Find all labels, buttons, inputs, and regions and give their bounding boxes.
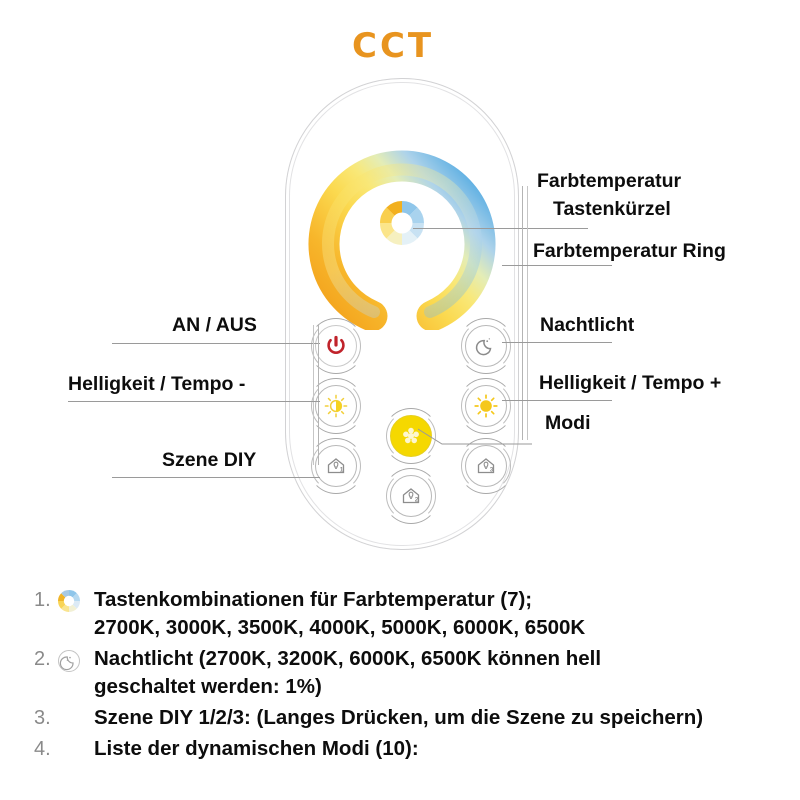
leader-line-vertical-left	[318, 325, 319, 465]
leader-line-vertical-right-2	[527, 186, 528, 440]
button-arc-outer	[383, 468, 439, 524]
button-arc-outer	[308, 318, 364, 374]
leader-line-power	[112, 343, 320, 344]
legend-number: 1.	[34, 589, 51, 611]
moon-icon	[475, 338, 492, 356]
brightness-down-button[interactable]	[306, 376, 366, 436]
button-arc-inner	[461, 321, 511, 371]
leader-line-scene-diy	[112, 477, 320, 478]
brightness-up-button[interactable]	[456, 376, 516, 436]
svg-text:2: 2	[415, 496, 419, 503]
leader-line-cct-ring	[502, 265, 612, 266]
sun-full-icon	[474, 394, 498, 418]
leader-line-vertical-left-2	[313, 325, 314, 465]
legend-text: Nachtlicht (2700K, 3200K, 6000K, 6500K k…	[94, 647, 602, 698]
legend-text: Tastenkombinationen für Farbtemperatur (…	[94, 588, 586, 639]
legend-icon-none	[60, 704, 94, 730]
callout-power: AN / AUS	[172, 314, 257, 336]
button-arc-inner	[461, 441, 511, 491]
leader-line-modes	[418, 428, 532, 445]
legend-text: Szene DIY 1/2/3: (Langes Drücken, um die…	[94, 706, 704, 729]
house-bulb-3-icon: 3	[477, 458, 495, 473]
button-arc-inner	[311, 321, 361, 371]
legend-item: 1. Tastenkombinationen	[34, 586, 774, 642]
button-arc-inner	[386, 471, 436, 521]
legend-icon-cct-ring	[57, 586, 94, 613]
leader-line-brightness-down	[68, 401, 320, 402]
leader-line-brightness-up	[502, 400, 612, 401]
svg-text:3: 3	[490, 466, 494, 473]
legend-number: 2.	[34, 648, 51, 670]
flower-modes-icon	[403, 427, 419, 444]
modes-button[interactable]	[381, 406, 441, 466]
sun-half-icon	[324, 394, 348, 418]
legend-item: 4. Liste der dynamischen Modi (10):	[34, 735, 774, 763]
button-arc-inner	[386, 411, 436, 461]
color-temperature-ring[interactable]	[302, 140, 502, 330]
button-arc-inner	[311, 381, 361, 431]
legend-number: 3.	[34, 707, 51, 729]
legend-text: Liste der dynamischen Modi (10):	[94, 737, 419, 760]
power-button[interactable]	[306, 316, 366, 376]
svg-text:1: 1	[340, 466, 344, 473]
legend-icon-none	[60, 735, 94, 761]
callout-cct-ring: Farbtemperatur Ring	[533, 240, 726, 262]
callout-cct-shortcut-line2: Tastenkürzel	[553, 198, 671, 220]
button-arc-inner	[311, 441, 361, 491]
house-bulb-2-icon: 2	[402, 488, 420, 503]
leader-line-cct-shortcut	[413, 228, 588, 229]
button-arc-outer	[458, 378, 514, 434]
legend-number: 4.	[34, 738, 51, 760]
legend-list: 1. Tastenkombinationen	[34, 586, 774, 766]
legend-icon-moon	[58, 645, 94, 672]
callout-brightness-down: Helligkeit / Tempo -	[68, 373, 246, 395]
legend-item: 3. Szene DIY 1/2/3: (Langes Drücken, um …	[34, 704, 774, 732]
house-bulb-1-icon: 1	[327, 458, 345, 473]
scene-diy-2-button[interactable]: 2	[381, 466, 441, 526]
leader-line-vertical-right	[522, 186, 523, 440]
button-arc-outer	[308, 378, 364, 434]
button-arc-outer	[458, 438, 514, 494]
callout-cct-shortcut-line1: Farbtemperatur	[537, 170, 682, 192]
button-arc-inner	[461, 381, 511, 431]
nightlight-button[interactable]	[456, 316, 516, 376]
button-arc-outer	[458, 318, 514, 374]
callout-scene-diy: Szene DIY	[162, 449, 257, 471]
scene-diy-1-button[interactable]: 1	[306, 436, 366, 496]
color-temperature-shortcut-dial[interactable]	[373, 194, 431, 252]
leader-line-nightlight	[502, 342, 612, 343]
power-icon	[327, 335, 345, 354]
button-arc-outer	[308, 438, 364, 494]
button-arc-outer	[383, 408, 439, 464]
legend-item: 2. Nachtlicht (2700K, 3200K, 6000K, 6500…	[34, 645, 774, 701]
callout-nightlight: Nachtlicht	[540, 314, 635, 336]
callout-brightness-up: Helligkeit / Tempo +	[539, 372, 722, 394]
scene-diy-3-button[interactable]: 3	[456, 436, 516, 496]
page-title: CCT	[352, 26, 435, 66]
callout-modes: Modi	[545, 412, 591, 434]
